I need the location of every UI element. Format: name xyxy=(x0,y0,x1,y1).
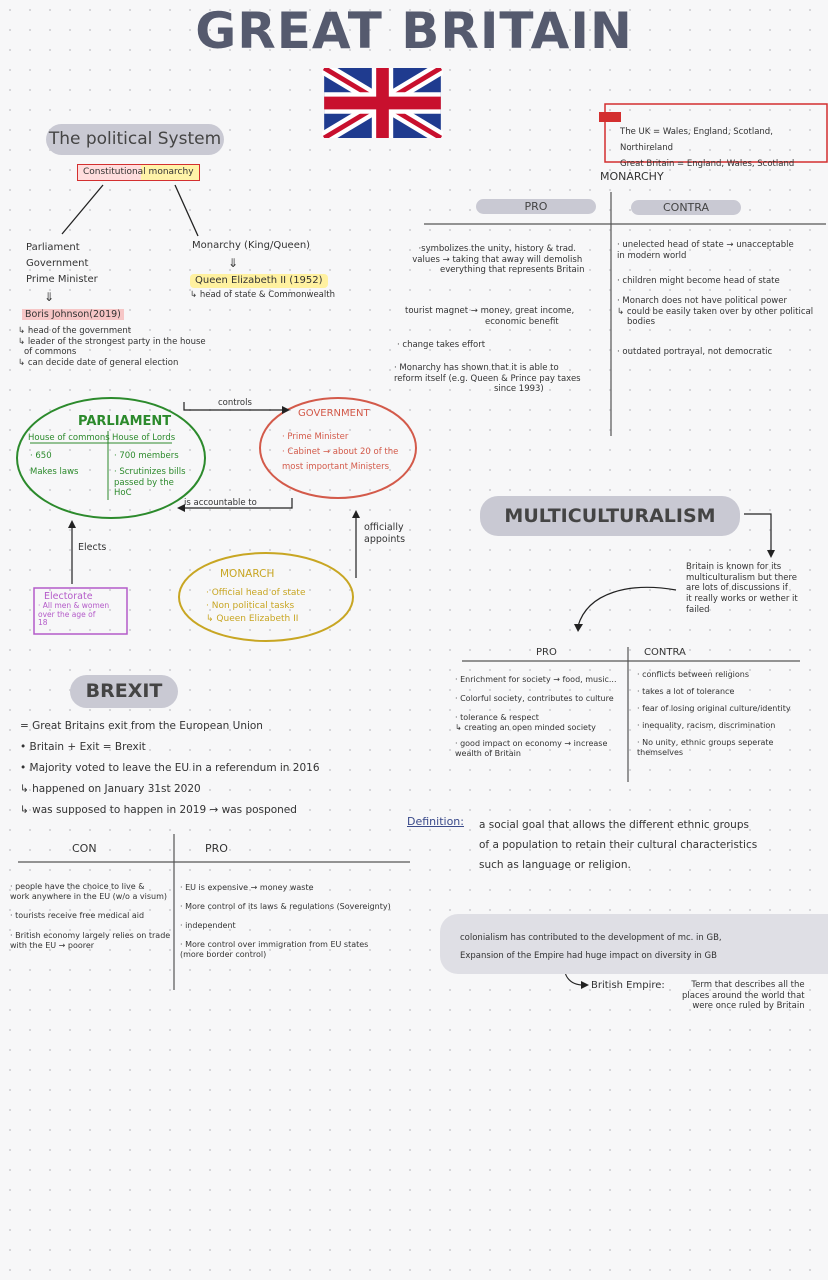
brexit-pro-head: PRO xyxy=(205,842,228,855)
elects-label: Elects xyxy=(78,542,107,553)
monarchy-heading: MONARCHY xyxy=(600,170,664,183)
brexit-heading: BREXIT xyxy=(70,675,178,708)
monarch-lines: · Official head of state · Non political… xyxy=(206,588,306,624)
commons-laws: Makes laws xyxy=(30,467,79,477)
monarchy-contra-3: · Monarch does not have political power … xyxy=(617,296,814,328)
government-title: GOVERNMENT xyxy=(298,408,370,419)
multi-contra-head: CONTRA xyxy=(644,647,686,658)
monarchy-pro-1: ·symbolizes the unity, history & trad. v… xyxy=(412,244,585,276)
queen-label: Queen Elizabeth II (1952) xyxy=(190,274,328,288)
monarchy-pro-4: · Monarchy has shown that it is able to … xyxy=(394,363,581,395)
constitutional-monarchy-label: Constitutional monarchy xyxy=(77,164,200,181)
electorate-lines: · All men & women over the age of 18 xyxy=(38,601,110,628)
brexit-pro-items: · EU is expensive → money waste · More c… xyxy=(180,883,391,959)
lords-scrutiny: · Scrutinizes bills passed by the HoC xyxy=(114,467,186,499)
boris-label: Boris Johnson(2019) xyxy=(22,309,124,321)
down-arrow-right: ⇓ xyxy=(228,256,239,270)
multi-pro-head: PRO xyxy=(536,647,557,658)
government-lines: · Prime Minister · Cabinet → about 20 of… xyxy=(282,432,399,472)
brexit-con-items: · people have the choice to live & work … xyxy=(10,882,171,950)
monarchy-contra-1: · unelected head of state → unacceptable… xyxy=(617,240,794,261)
multi-note: Britain is known for its multiculturalis… xyxy=(686,562,798,615)
definition-label: Definition: xyxy=(407,815,464,828)
controls-label: controls xyxy=(218,398,252,408)
uk-note: The UK = Wales, England, Scotland, North… xyxy=(620,127,795,169)
boris-points: ↳ head of the government ↳ leader of the… xyxy=(18,326,206,368)
lords-members: · 700 members xyxy=(114,451,179,461)
down-arrow-left: ⇓ xyxy=(44,290,55,304)
house-of-lords-head: House of Lords xyxy=(112,433,176,443)
monarch-title: MONARCH xyxy=(220,568,275,580)
monarchy-pro-pill: PRO xyxy=(476,199,596,214)
multi-pro-items: · Enrichment for society → food, music..… xyxy=(455,675,617,758)
brexit-lines: = Great Britains exit from the European … xyxy=(20,720,320,816)
multi-contra-items: · conflicts between religions · takes a … xyxy=(637,670,791,757)
monarchy-contra-2: · children might become head of state xyxy=(617,276,780,286)
house-of-commons-head: House of commons xyxy=(28,433,110,443)
parliament-title: PARLIAMENT xyxy=(78,414,172,429)
electorate-title: Electorate xyxy=(44,591,93,602)
monarchy-pro-2: tourist magnet → money, great income, ec… xyxy=(405,306,575,327)
monarchy-contra-pill: CONTRA xyxy=(631,200,741,215)
appoints-label: officially appoints xyxy=(364,522,406,545)
colonial-text: colonialism has contributed to the devel… xyxy=(460,933,722,961)
political-system-heading: The political System xyxy=(46,124,224,155)
monarchy-king-queen-label: Monarchy (King/Queen) xyxy=(192,240,311,251)
empire-definition: Term that describes all the places aroun… xyxy=(682,980,805,1012)
multiculturalism-heading: MULTICULTURALISM xyxy=(480,496,740,536)
colonial-box xyxy=(440,914,828,974)
commons-members: · 650 xyxy=(30,451,52,461)
monarchy-contra-4: · outdated portrayal, not democratic xyxy=(617,347,773,357)
union-jack-flag-icon xyxy=(322,68,443,138)
brexit-con-head: CON xyxy=(72,842,97,855)
page-title: GREAT BRITAIN xyxy=(195,2,633,60)
parliament-list: Parliament Government Prime Minister xyxy=(26,242,98,285)
monarchy-pro-3: · change takes effort xyxy=(397,340,486,350)
queen-sub: ↳ head of state & Commonwealth xyxy=(190,290,335,300)
definition-text: a social goal that allows the different … xyxy=(479,819,758,871)
empire-label: British Empire: xyxy=(591,980,665,991)
accountable-label: is accountable to xyxy=(184,498,257,508)
